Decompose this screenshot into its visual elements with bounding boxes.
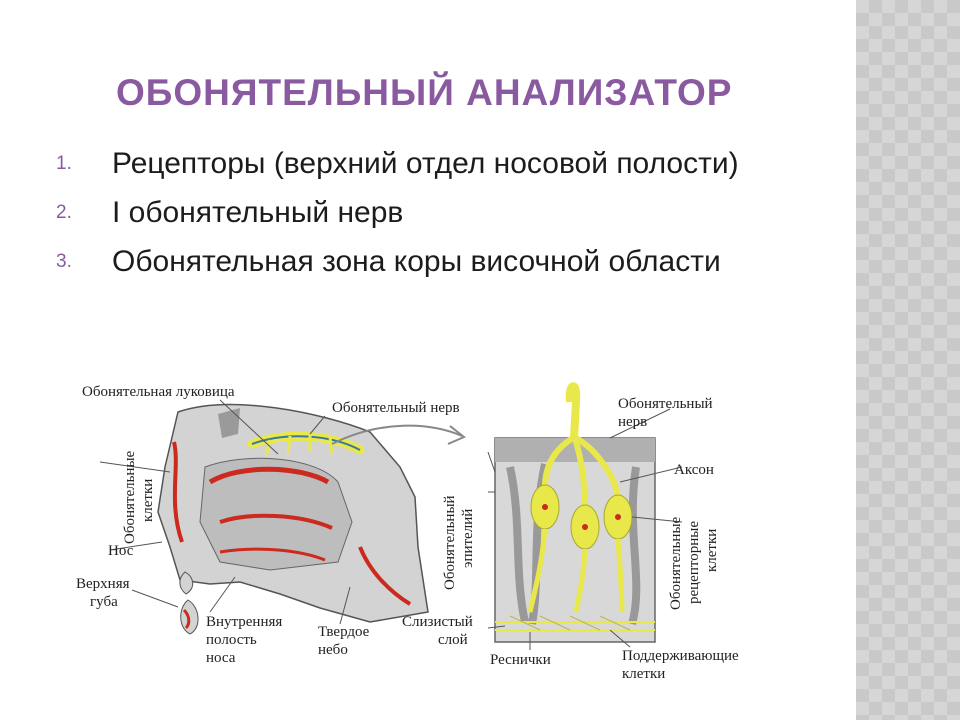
label-receptor-cells-3: клетки: [704, 529, 720, 572]
label-receptor-cells-2: рецепторные: [686, 521, 702, 604]
label-hard-palate-1: Твердое: [318, 624, 370, 640]
list-number: 3.: [56, 251, 72, 272]
list-item: 3. Обонятельная зона коры височной облас…: [56, 240, 798, 283]
nasal-cavity-illustration: [157, 403, 429, 635]
label-olfactory-nerve-left: Обонятельный нерв: [332, 400, 460, 416]
label-olfactory-cells-1: Обонятельные: [122, 450, 138, 544]
label-epithelium-2: эпителий: [460, 509, 476, 568]
list-number: 1.: [56, 153, 72, 174]
label-nerve-right-1: Обонятельный: [618, 396, 713, 412]
label-epithelium-1: Обонятельный: [442, 495, 458, 590]
list-text: I обонятельный нерв: [112, 196, 404, 229]
transition-arrow: [331, 424, 463, 445]
label-inner-cavity-1: Внутренняя: [206, 614, 282, 630]
label-nerve-right-2: нерв: [618, 414, 647, 430]
leader-lines: [99, 399, 683, 650]
decorative-side-pattern: [856, 0, 960, 720]
list-item: 2. I обонятельный нерв: [56, 191, 798, 234]
label-upper-lip-1: Верхняя: [76, 576, 130, 592]
label-hard-palate-2: небо: [318, 642, 348, 658]
label-supporting-2: клетки: [622, 666, 665, 682]
label-mucus-1: Слизистый: [402, 614, 473, 630]
list-text: Обонятельная зона коры височной области: [112, 245, 721, 278]
label-nose: Нос: [108, 543, 134, 559]
olfactory-diagram: Обонятельная луковица Обонятельный нерв …: [76, 382, 739, 682]
label-inner-cavity-2: полость: [206, 632, 257, 648]
label-inner-cavity-3: носа: [206, 650, 236, 666]
label-upper-lip-2: губа: [90, 594, 118, 610]
label-axon: Аксон: [674, 462, 714, 478]
label-olfactory-bulb: Обонятельная луковица: [82, 384, 235, 400]
list-number: 2.: [56, 202, 72, 223]
slide-title: ОБОНЯТЕЛЬНЫЙ АНАЛИЗАТОР: [116, 72, 733, 113]
label-olfactory-cells-2: клетки: [140, 479, 156, 522]
label-mucus-2: слой: [438, 632, 468, 648]
arrow-head: [447, 425, 466, 445]
list-text: Рецепторы (верхний отдел носовой полости…: [112, 147, 739, 180]
list-item: 1. Рецепторы (верхний отдел носовой поло…: [56, 142, 798, 185]
label-supporting-1: Поддерживающие: [622, 648, 739, 664]
olfactory-epithelium-illustration: [494, 382, 656, 643]
label-receptor-cells-1: Обонятельные: [668, 516, 684, 610]
numbered-list: 1. Рецепторы (верхний отдел носовой поло…: [56, 142, 798, 289]
label-cilia: Реснички: [490, 652, 551, 668]
